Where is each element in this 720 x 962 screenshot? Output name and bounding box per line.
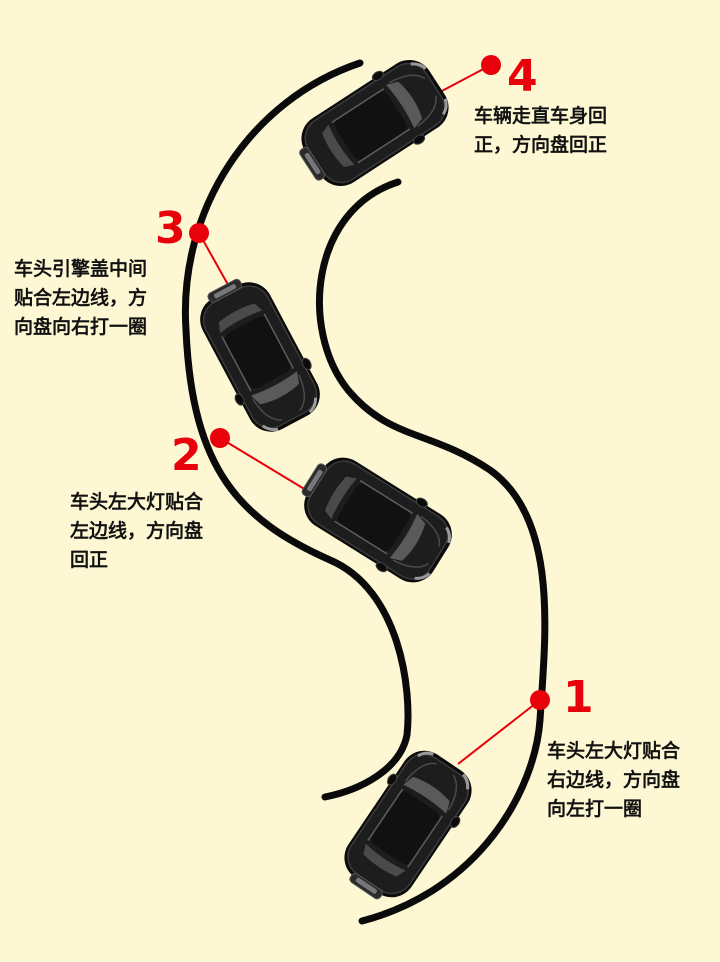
marker-dot-4 <box>481 55 501 75</box>
leader-line-3 <box>198 232 232 291</box>
leader-line-2 <box>219 437 307 491</box>
step-caption-3: 车头引擎盖中间 贴合左边线，方 向盘向右打一圈 <box>14 258 148 338</box>
car-icon <box>326 737 486 916</box>
step-caption-4: 车辆走直车身回 正，方向盘回正 <box>474 105 608 156</box>
inner-road-line-upper <box>315 178 549 724</box>
step-number-1: 1 <box>563 672 594 723</box>
leader-line-1 <box>457 699 541 765</box>
step-caption-1: 车头左大灯贴合 右边线，方向盘 向左打一圈 <box>547 740 681 820</box>
marker-dot-3 <box>189 223 209 243</box>
road-lines <box>181 59 549 925</box>
step-number-4: 4 <box>507 51 538 102</box>
marker-dot-2 <box>210 428 230 448</box>
car-icon <box>183 265 334 444</box>
marker-dots <box>189 55 550 710</box>
marker-dot-1 <box>530 690 550 710</box>
outer-road-line-lower <box>358 716 544 925</box>
step-number-2: 2 <box>171 430 202 481</box>
step-number-3: 3 <box>155 203 186 254</box>
car-icon <box>283 45 462 204</box>
car-icon <box>286 440 465 597</box>
outer-road-line-upper <box>181 59 412 801</box>
step-caption-2: 车头左大灯贴合 左边线，方向盘 回正 <box>70 491 204 571</box>
